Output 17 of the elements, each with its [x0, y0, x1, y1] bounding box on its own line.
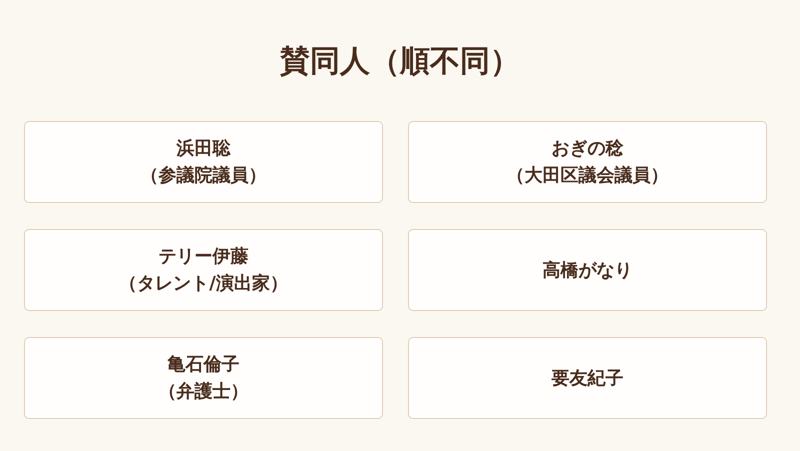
- person-name: 浜田聡: [176, 137, 230, 161]
- person-role: （弁護士）: [158, 380, 248, 404]
- person-role: （参議院議員）: [140, 164, 266, 188]
- person-name: 要友紀子: [552, 366, 624, 390]
- name-card: [24, 229, 383, 311]
- person-name: 高橋がなり: [542, 258, 632, 282]
- title: 賛同人（順不同）: [280, 43, 520, 81]
- name-card: [24, 121, 383, 203]
- person-name: 亀石倫子: [168, 353, 240, 377]
- name-card: [408, 337, 767, 419]
- person-name: おぎの稔: [552, 137, 624, 161]
- name-card: [408, 121, 767, 203]
- person-role: （大田区議会議員）: [506, 164, 668, 188]
- name-card: [24, 337, 383, 419]
- person-role: （タレント/演出家）: [119, 272, 288, 296]
- name-card: [408, 229, 767, 311]
- person-name: テリー伊藤: [158, 245, 248, 269]
